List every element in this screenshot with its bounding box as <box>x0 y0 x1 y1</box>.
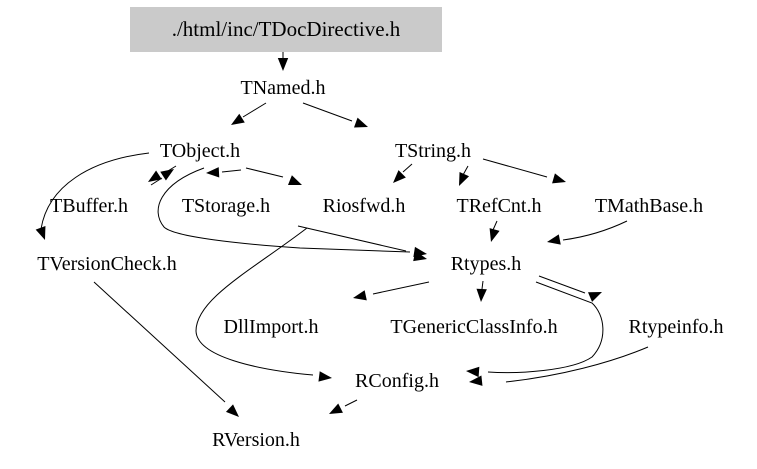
edge-tstring-to-trefcnt <box>462 165 469 176</box>
arrowhead-tobject-to-tversioncheck <box>35 226 46 240</box>
arrowhead-rtypes-to-tgenericclassinfo <box>476 288 487 302</box>
arrowhead-rtypes-to-dllimport <box>353 290 367 301</box>
node-tstring[interactable]: TString.h <box>394 140 472 162</box>
arrowhead-tstring-to-riosfwd <box>393 170 406 183</box>
arrowhead-tobject-to-tstorage <box>206 167 220 178</box>
edge-tobject-to-tstorage <box>221 169 242 173</box>
node-rtypeinfo[interactable]: Rtypeinfo.h <box>628 316 724 338</box>
node-tstorage[interactable]: TStorage.h <box>181 195 271 217</box>
edge-rtypes-to-rconfig <box>487 281 604 374</box>
node-trefcnt[interactable]: TRefCnt.h <box>456 195 542 217</box>
arrowhead-rconfig-to-rversion <box>329 403 343 414</box>
arrowhead-tdocdirective-to-tnamed <box>277 58 289 71</box>
edge-tstring-to-riosfwd <box>402 163 413 173</box>
arrowhead-tobject-to-riosfwd <box>287 175 302 185</box>
edge-tstring-to-tmathbase <box>482 158 548 178</box>
node-tversioncheck[interactable]: TVersionCheck.h <box>37 253 177 275</box>
node-tgenericclassinfo[interactable]: TGenericClassInfo.h <box>390 316 558 338</box>
arrowhead-tstring-to-tmathbase <box>552 173 566 184</box>
node-dllimport[interactable]: DllImport.h <box>223 316 319 338</box>
edge-rtypes-to-rtypeinfo <box>538 275 586 294</box>
arrowhead-tversioncheck-to-rversion <box>225 404 239 417</box>
node-tnamed[interactable]: TNamed.h <box>240 77 326 99</box>
arrowhead-tmathbase-to-rtypes <box>547 234 561 245</box>
arrowhead-riosfwd-to-rconfig <box>318 371 332 382</box>
arrowhead-tstring-to-trefcnt <box>459 172 470 186</box>
arrowhead-tobject-to-tbuffer <box>148 170 162 182</box>
arrowhead-tbuffer-to-tobject <box>160 169 174 181</box>
edge-tnamed-to-tstring <box>302 102 353 122</box>
arrowhead-rtypeinfo-to-rconfig <box>469 375 483 386</box>
edge-rconfig-to-rversion <box>344 399 358 407</box>
edge-rtypes-to-tgenericclassinfo <box>481 280 484 290</box>
node-riosfwd[interactable]: Riosfwd.h <box>322 195 406 217</box>
edge-tbuffer-to-tobject <box>150 177 163 186</box>
edge-tnamed-to-tobject <box>242 102 267 118</box>
edge-tmathbase-to-rtypes <box>562 220 628 241</box>
node-tobject[interactable]: TObject.h <box>159 140 241 162</box>
edge-tobject-to-tversioncheck <box>40 152 150 230</box>
node-rversion[interactable]: RVersion.h <box>212 429 300 451</box>
node-tbuffer[interactable]: TBuffer.h <box>50 195 128 217</box>
edge-tobject-to-rtypes <box>157 167 411 253</box>
arrowhead-trefcnt-to-rtypes <box>489 228 500 242</box>
arrowhead-tnamed-to-tstring <box>354 117 368 128</box>
edge-tversioncheck-to-rversion <box>93 281 226 403</box>
edge-rtypes-to-dllimport <box>372 281 430 295</box>
node-tmathbase[interactable]: TMathBase.h <box>594 195 704 217</box>
edge-tstorage-to-rtypes <box>297 225 407 252</box>
node-tdocdirective: ./html/inc/TDocDirective.h <box>130 7 442 52</box>
arrowhead-rtypes-to-rtypeinfo <box>588 292 602 302</box>
edge-tobject-to-riosfwd <box>245 167 284 178</box>
node-rtypes[interactable]: Rtypes.h <box>450 253 522 275</box>
edge-rtypeinfo-to-rconfig <box>505 346 649 383</box>
arrowhead-tstorage-to-rtypes <box>413 251 427 262</box>
arrowhead-rtypes-to-rconfig <box>466 366 480 378</box>
edge-riosfwd-to-rconfig <box>195 227 314 376</box>
node-rconfig[interactable]: RConfig.h <box>355 370 439 392</box>
edge-trefcnt-to-rtypes <box>492 220 498 231</box>
arrowhead-tnamed-to-tobject <box>231 113 245 125</box>
